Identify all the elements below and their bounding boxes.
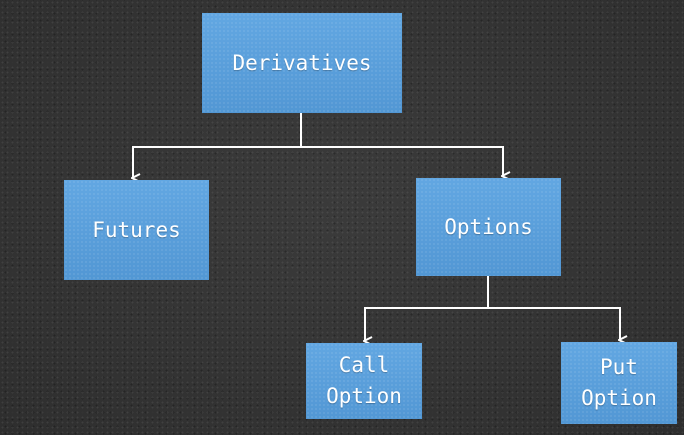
connector-options-call-option bbox=[365, 276, 489, 341]
connector-options-put-option bbox=[488, 307, 620, 340]
node-call-option: Call Option bbox=[306, 343, 422, 419]
connector-derivatives-futures bbox=[133, 113, 302, 178]
node-derivatives: Derivatives bbox=[202, 13, 402, 113]
connector-derivatives-options bbox=[301, 146, 503, 176]
node-put-option: Put Option bbox=[561, 342, 677, 424]
node-futures: Futures bbox=[64, 180, 209, 280]
node-options: Options bbox=[416, 178, 561, 276]
